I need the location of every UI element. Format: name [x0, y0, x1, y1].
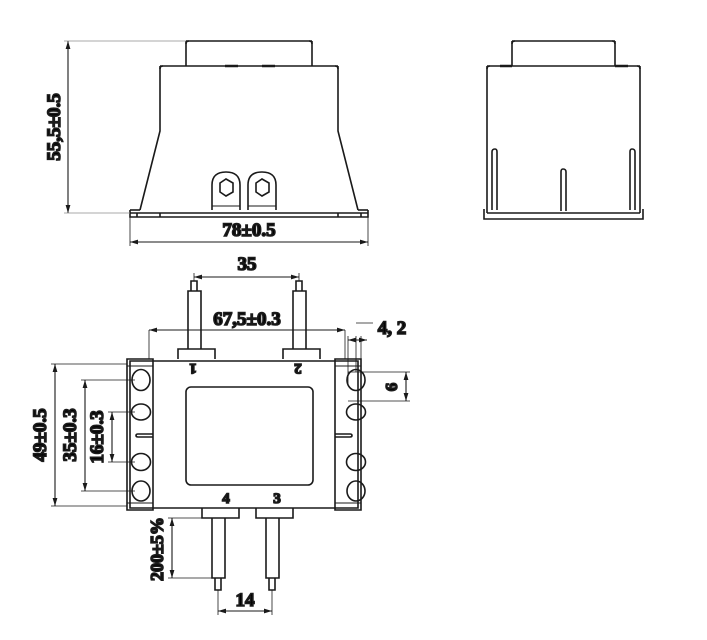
dimension-hole-span-outer [81, 379, 135, 492]
dimension-pin-pitch-top-label: 35 [238, 254, 257, 275]
dimension-hole-edge [347, 322, 373, 386]
dimension-hole-span-inner-label: 16±0.3 [87, 410, 108, 463]
plan-view-pin-2 [282, 280, 321, 359]
plan-view-hole-right-2 [345, 403, 367, 421]
side-view-base [483, 209, 644, 220]
side-view-slot-left [491, 148, 498, 210]
front-view: 55,5±0.5 78±0.5 [43, 40, 369, 246]
dimension-hole-span-outer-label: 35±0.3 [60, 408, 81, 461]
plan-view-pin-3 [255, 508, 294, 591]
front-view-top-cap-corner [185, 40, 313, 45]
plan-view-slot-right [335, 433, 353, 438]
plan-view-hole-right-4 [346, 480, 366, 502]
side-view-slot-right [629, 148, 636, 210]
dimension-hole-span-inner [108, 411, 135, 463]
front-view-base-notch-left [136, 213, 161, 217]
plan-view-hole-right-1 [346, 368, 366, 392]
dimension-overall-width-label: 49±0.5 [30, 408, 51, 461]
plan-view-body-outline [129, 360, 359, 509]
dimension-overall-width [51, 363, 127, 507]
side-view-center-rib [560, 168, 567, 211]
dimension-lead-length [168, 517, 212, 579]
front-view-body [139, 65, 359, 211]
terminal-label-3: 3 [273, 491, 281, 507]
dimension-front-height [64, 40, 186, 214]
dimension-overall-length [148, 327, 346, 359]
dimension-lead-length-label: 200±5% [147, 517, 167, 581]
side-view-top-cap [511, 40, 616, 66]
dimension-front-height-label: 55,5±0.5 [44, 93, 65, 160]
dimension-hole-offset [348, 371, 410, 402]
dimension-front-width [129, 217, 369, 246]
front-view-boss-right [247, 171, 277, 210]
terminal-label-2: 2 [294, 360, 302, 376]
side-view-body-corner [486, 65, 641, 70]
plan-view-hole-right-3 [345, 452, 367, 472]
side-view [483, 40, 644, 220]
front-view-boss-hole-right [255, 178, 270, 197]
terminal-label-4: 4 [222, 491, 230, 507]
side-view-top-cap-corner [511, 40, 616, 45]
plan-view-flange-left-bars [127, 365, 153, 504]
plan-view: 1 2 4 3 35 67,5±0.3 [29, 253, 410, 615]
dimension-pin-pitch-bottom-label: 14 [236, 590, 256, 611]
front-view-base-notch-right [337, 213, 362, 217]
front-view-base [129, 210, 369, 218]
front-view-top-cap [185, 40, 313, 66]
terminal-label-1: 1 [189, 360, 197, 376]
plan-view-pin-1 [177, 280, 216, 359]
dimension-overall-length-label: 67,5±0.3 [213, 309, 280, 330]
dimension-hole-offset-label: 6 [382, 383, 401, 392]
plan-view-slot-left [135, 433, 153, 438]
plan-view-flange-right [334, 358, 362, 511]
front-view-boss-left [211, 171, 241, 210]
front-view-boss-hole-left [219, 178, 234, 197]
dimension-hole-edge-label: 4, 2 [378, 318, 407, 339]
side-view-body [486, 65, 641, 213]
dimension-pin-pitch-top [193, 273, 300, 281]
front-view-body-top-corner [159, 65, 339, 70]
dimension-front-width-label: 78±0.5 [222, 220, 275, 241]
plan-view-inner-rect [185, 386, 314, 486]
plan-view-flange-left [126, 358, 154, 511]
dimension-pin-pitch-bottom [217, 590, 273, 615]
